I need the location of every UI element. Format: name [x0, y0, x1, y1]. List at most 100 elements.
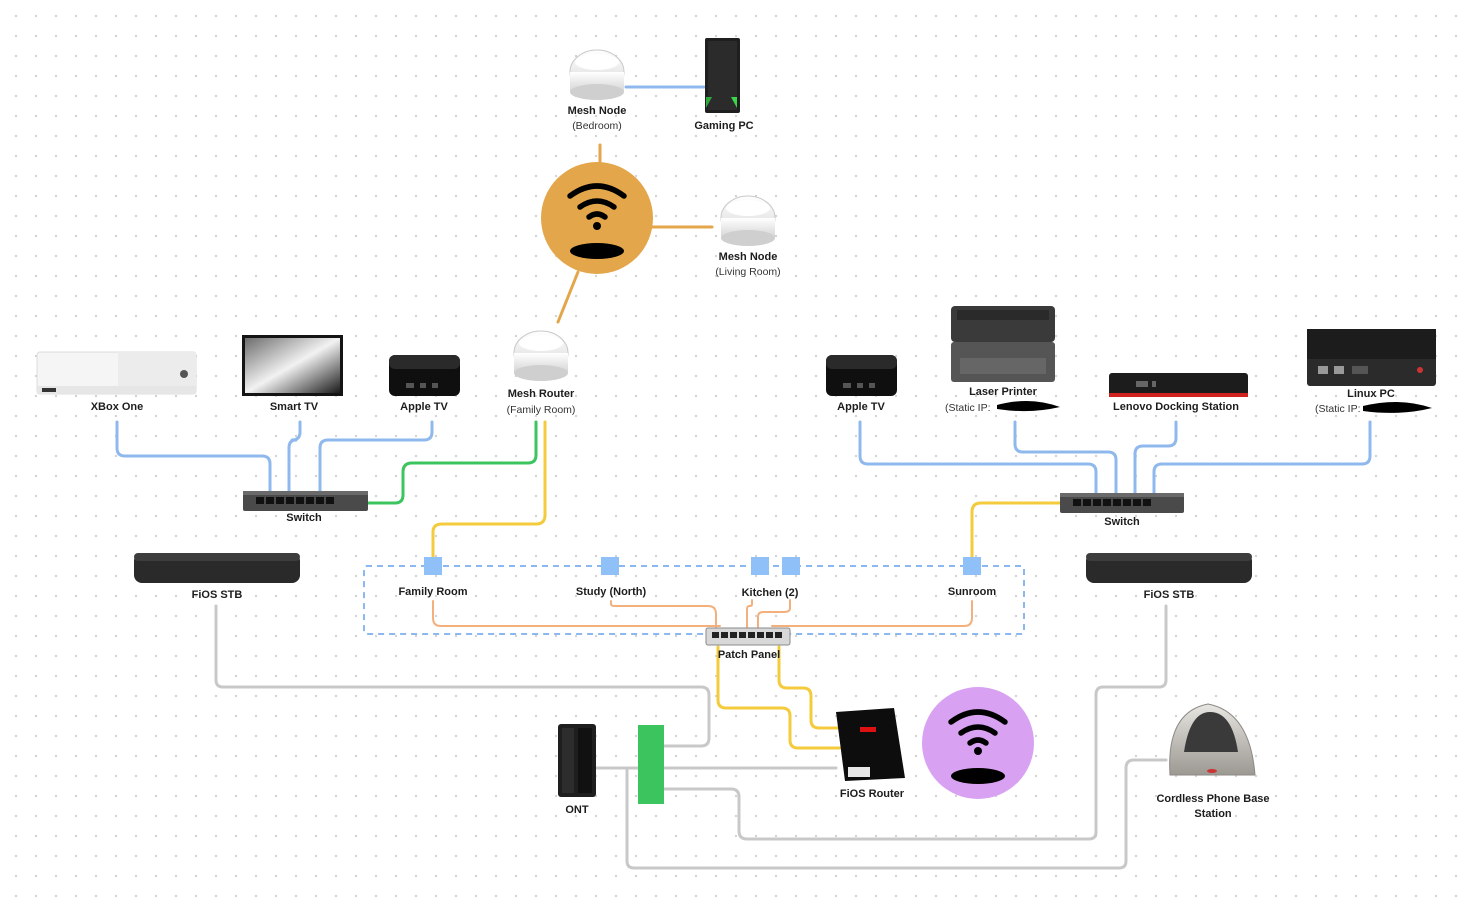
router-device-icon: [836, 708, 905, 781]
apple-tv-left[interactable]: Apple TV: [389, 355, 460, 413]
tv-icon: [242, 335, 343, 396]
switch-icon: [1060, 493, 1184, 513]
wall-jack-kitchen-label: Kitchen (2): [742, 587, 799, 599]
apple-tv-box-icon: [389, 355, 460, 396]
uplink-mesh-switch: [366, 420, 538, 505]
wall-jack-study[interactable]: Study (North): [576, 557, 647, 598]
fios-router[interactable]: FiOS Router: [836, 708, 905, 800]
coax-splitter[interactable]: [638, 725, 664, 804]
set-top-box-icon: [134, 553, 300, 583]
console-icon: [36, 351, 197, 395]
lenovo-docking-station[interactable]: Lenovo Docking Station: [1109, 373, 1248, 413]
jack-port-icon: [424, 557, 442, 575]
patch-panel-name: Patch Panel: [718, 649, 780, 661]
mesh-node-device-icon: [513, 330, 569, 381]
mesh-node-living-location: (Living Room): [715, 266, 780, 278]
linux-pc-ip-label: (Static IP:: [1315, 403, 1361, 415]
eth-apple-tv-right: [858, 420, 1098, 496]
xbox-one-name: XBox One: [91, 401, 144, 413]
jack-port-icon: [751, 557, 769, 575]
wifi-icon: [567, 183, 627, 220]
eth-printer: [1013, 420, 1118, 496]
redaction-scribble: [997, 400, 1060, 412]
wall-jack-kitchen[interactable]: Kitchen (2): [742, 557, 800, 599]
linux-pc-name: Linux PC: [1347, 388, 1395, 400]
coax-left-stb: [214, 604, 711, 748]
mesh-node-living-room[interactable]: Mesh Node (Living Room): [715, 195, 781, 278]
patch-panel-icon: [705, 627, 791, 646]
smart-tv-name: Smart TV: [270, 401, 319, 413]
patch-kitchen-1: [746, 599, 753, 629]
trunk-panel-router-2: [777, 645, 842, 730]
eth-dock: [1133, 420, 1178, 496]
fios-stb-right[interactable]: FiOS STB: [1086, 553, 1252, 601]
gaming-pc-name: Gaming PC: [694, 120, 753, 132]
patch-kitchen-2: [757, 599, 791, 629]
jack-port-icon: [963, 557, 981, 575]
laser-printer-name: Laser Printer: [969, 386, 1038, 398]
fios-stb-right-name: FiOS STB: [1144, 589, 1195, 601]
mesh-node-bedroom-location: (Bedroom): [572, 120, 622, 132]
eth-smart-tv: [287, 420, 302, 494]
switch-icon: [243, 491, 368, 511]
mesh-router[interactable]: Mesh Router (Family Room): [507, 330, 576, 416]
wall-jack-family-room-label: Family Room: [398, 586, 467, 598]
mesh-node-living-name: Mesh Node: [719, 251, 778, 263]
cordless-phone-base[interactable]: Cordless Phone Base Station: [1156, 703, 1270, 820]
apple-tv-left-name: Apple TV: [400, 401, 448, 413]
right-switch[interactable]: Switch: [1060, 493, 1184, 528]
ont[interactable]: ONT: [558, 724, 596, 816]
eth-linux: [1152, 420, 1372, 496]
wall-jack-family-room[interactable]: Family Room: [398, 557, 468, 598]
smart-tv[interactable]: Smart TV: [242, 335, 343, 413]
mesh-node-device-icon: [569, 49, 625, 100]
wall-jack-sunroom[interactable]: Sunroom: [948, 557, 996, 598]
apple-tv-box-icon: [826, 355, 897, 396]
mesh-router-name: Mesh Router: [508, 388, 575, 400]
gaming-pc[interactable]: Gaming PC: [694, 38, 754, 132]
apple-tv-right[interactable]: Apple TV: [826, 355, 897, 413]
eth-apple-tv-left: [318, 420, 434, 494]
xbox-one[interactable]: XBox One: [36, 351, 197, 413]
ont-name: ONT: [565, 804, 589, 816]
redaction-scribble: [1363, 401, 1432, 413]
mesh-node-device-icon: [720, 195, 776, 246]
link-mesh-hub-router: [556, 270, 580, 324]
wifi-icon: [948, 709, 1008, 746]
mesh-router-location: (Family Room): [507, 404, 576, 416]
trunk-right-switch: [970, 501, 1064, 560]
fios-stb-left-name: FiOS STB: [192, 589, 243, 601]
patch-sunroom: [771, 600, 973, 627]
phone-line: [625, 758, 1168, 870]
trunk-panel-router-1: [716, 645, 842, 750]
left-switch-name: Switch: [286, 512, 322, 524]
patch-study: [610, 600, 717, 629]
wall-jack-zone: [363, 565, 1025, 635]
docking-station-icon: [1109, 373, 1248, 397]
ont-device-icon: [558, 724, 596, 797]
right-switch-name: Switch: [1104, 516, 1140, 528]
phone-base-icon: [1169, 703, 1256, 776]
patch-family-room: [432, 600, 721, 627]
laser-printer[interactable]: Laser Printer (Static IP:: [945, 306, 1060, 414]
cordless-phone-base-name-line1: Cordless Phone Base: [1156, 793, 1269, 805]
fios-stb-left[interactable]: FiOS STB: [134, 553, 300, 601]
tower-pc-icon: [705, 38, 740, 113]
coax-right-stb: [662, 604, 1168, 841]
patch-panel[interactable]: Patch Panel: [705, 627, 791, 661]
eth-xbox: [115, 420, 272, 494]
trunk-mesh-router: [431, 420, 547, 560]
mesh-wifi-hub: [541, 162, 653, 274]
wires: [115, 85, 1372, 870]
cordless-phone-base-name-line2: Station: [1194, 808, 1232, 820]
fios-wifi-hub: [922, 687, 1034, 799]
apple-tv-right-name: Apple TV: [837, 401, 885, 413]
mesh-node-bedroom[interactable]: Mesh Node (Bedroom): [568, 49, 627, 132]
linux-pc[interactable]: Linux PC (Static IP:: [1307, 329, 1436, 415]
left-switch[interactable]: Switch: [243, 491, 368, 524]
wall-jack-sunroom-label: Sunroom: [948, 586, 996, 598]
lenovo-docking-station-name: Lenovo Docking Station: [1113, 401, 1239, 413]
wall-jack-study-label: Study (North): [576, 586, 647, 598]
laser-printer-ip-label: (Static IP:: [945, 402, 991, 414]
